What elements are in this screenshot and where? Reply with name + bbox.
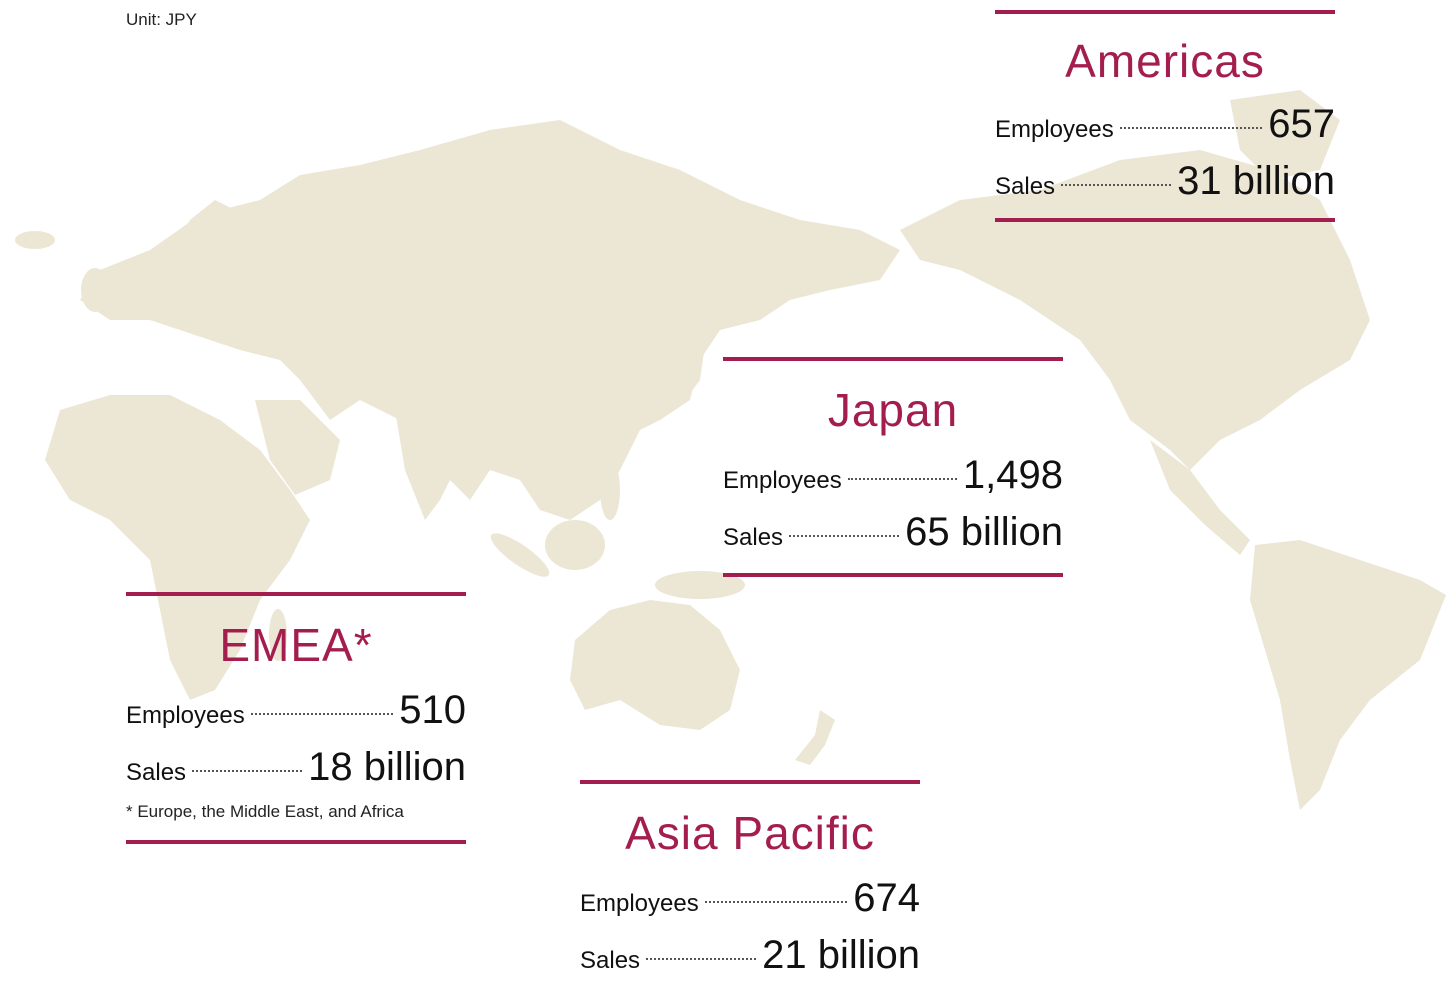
sales-label: Sales <box>580 947 641 974</box>
sales-row: Sales 18 billion <box>126 739 466 796</box>
sales-label: Sales <box>126 759 187 786</box>
north-america-landmass <box>900 150 1370 470</box>
india-landmass <box>395 410 470 520</box>
top-rule <box>126 592 466 596</box>
sales-value: 18 billion <box>308 745 466 789</box>
employees-row: Employees 510 <box>126 682 466 739</box>
iceland <box>15 231 55 249</box>
africa-landmass <box>45 395 310 700</box>
employees-label: Employees <box>995 116 1114 143</box>
madagascar <box>269 609 287 661</box>
central-america <box>1150 440 1250 555</box>
sales-value: 65 billion <box>905 510 1063 554</box>
sales-value: 31 billion <box>1177 159 1335 203</box>
top-rule <box>580 780 920 784</box>
employees-row: Employees 674 <box>580 870 920 927</box>
dotted-leader <box>789 535 900 537</box>
sales-label: Sales <box>723 524 784 551</box>
japan-islands <box>648 330 705 420</box>
region-title: Japan <box>827 384 959 436</box>
scandinavia-landmass <box>170 200 235 280</box>
region-emea: EMEA* Employees 510 Sales 18 billion * E… <box>126 592 466 844</box>
employees-value: 657 <box>1268 102 1335 146</box>
borneo <box>545 520 605 570</box>
employees-value: 674 <box>853 876 920 920</box>
footnote: * Europe, the Middle East, and Africa <box>126 802 404 821</box>
employees-label: Employees <box>580 890 699 917</box>
dotted-leader <box>646 958 757 960</box>
sales-row: Sales 31 billion <box>995 153 1335 210</box>
bottom-rule <box>126 840 466 844</box>
region-japan: Japan Employees 1,498 Sales 65 billion <box>723 357 1063 577</box>
dotted-leader <box>1119 127 1263 129</box>
dotted-leader <box>1061 184 1172 186</box>
top-rule <box>723 357 1063 361</box>
region-title: Americas <box>1065 35 1265 87</box>
dotted-leader <box>250 713 394 715</box>
employees-row: Employees 1,498 <box>723 447 1063 504</box>
employees-value: 1,498 <box>962 453 1063 497</box>
region-americas: Americas Employees 657 Sales 31 billion <box>995 10 1335 222</box>
south-america-landmass <box>1250 540 1446 810</box>
dotted-leader <box>704 901 848 903</box>
sales-label: Sales <box>995 173 1056 200</box>
region-asia-pacific: Asia Pacific Employees 674 Sales 21 bill… <box>580 780 920 984</box>
dotted-leader <box>847 478 957 480</box>
employees-label: Employees <box>126 702 245 729</box>
arabia-landmass <box>255 400 340 495</box>
sales-row: Sales 65 billion <box>723 504 1063 561</box>
bottom-rule <box>723 573 1063 577</box>
region-title: Asia Pacific <box>625 807 875 859</box>
employees-label: Employees <box>723 467 842 494</box>
top-rule <box>995 10 1335 14</box>
employees-value: 510 <box>399 688 466 732</box>
sumatra <box>490 533 550 577</box>
greenland <box>1230 90 1340 180</box>
australia-landmass <box>570 600 740 730</box>
dotted-leader <box>192 770 303 772</box>
eurasia-landmass <box>80 120 900 520</box>
new-guinea <box>655 571 745 599</box>
new-zealand <box>795 710 835 765</box>
sales-row: Sales 21 billion <box>580 927 920 984</box>
employees-row: Employees 657 <box>995 96 1335 153</box>
sales-value: 21 billion <box>762 933 920 977</box>
unit-label: Unit: JPY <box>126 10 197 29</box>
bottom-rule <box>995 218 1335 222</box>
british-isles <box>81 268 109 312</box>
philippines <box>600 460 620 520</box>
region-title: EMEA* <box>219 619 373 671</box>
